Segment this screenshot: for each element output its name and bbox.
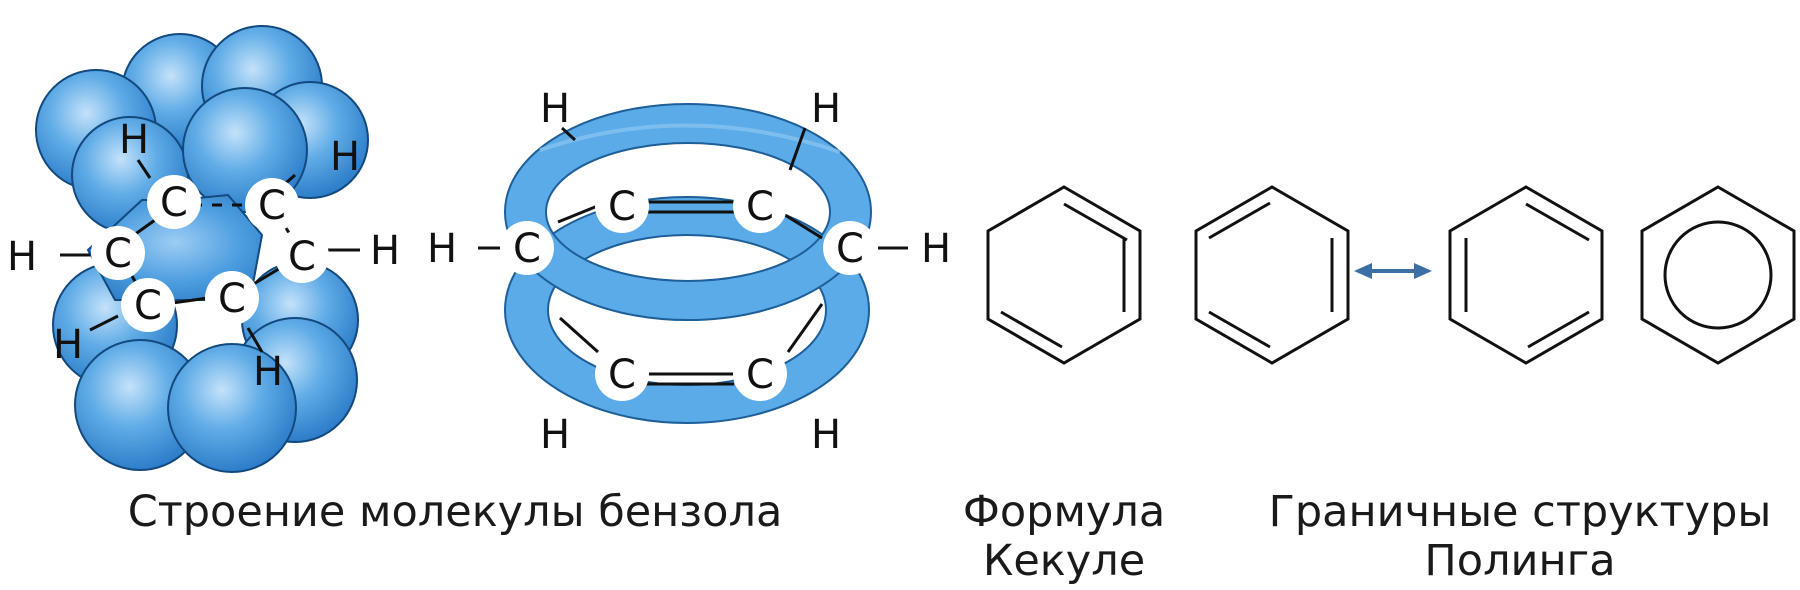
pauling-caption-line1: Граничные структуры [1268,487,1772,537]
hydrogen-label: H [540,86,570,132]
hydrogen-label: H [811,86,841,132]
carbon-label: C [608,352,636,398]
kekule-caption-line2: Кекуле [982,536,1146,586]
hydrogen-label: H [253,349,283,395]
pauling-structure-right [1448,185,1604,365]
double-headed-arrow-icon [1354,263,1432,279]
carbon-label: C [746,352,774,398]
molecule-structure-caption: Строение молекулы бензола [127,487,783,537]
pauling-caption-line2: Полинга [1424,536,1616,586]
hydrogen-label: H [427,226,457,272]
space-filling-model: C C C C C C H H H H H H [7,25,400,473]
carbon-label: C [258,183,286,229]
carbon-label: C [288,234,316,280]
benzene-aromatic-ring [1640,185,1796,365]
carbon-label: C [746,184,774,230]
hydrogen-label: H [330,134,360,180]
pauling-structure-left [1194,185,1350,365]
carbon-label: C [160,180,188,226]
kekule-formula [986,185,1142,365]
carbon-label: C [104,231,132,277]
carbon-label: C [513,226,541,272]
hydrogen-label: H [370,228,400,274]
carbon-label: C [836,226,864,272]
kekule-caption-line1: Формула [962,487,1166,537]
carbon-label: C [218,276,246,322]
hydrogen-label: H [7,234,37,280]
pi-orbital-model: C C C C C C H H H H H H [427,86,951,458]
hydrogen-label: H [119,117,149,163]
hydrogen-label: H [53,322,83,368]
hydrogen-label: H [921,226,951,272]
carbon-label: C [134,283,162,329]
hydrogen-label: H [540,412,570,458]
hydrogen-label: H [811,412,841,458]
carbon-label: C [608,184,636,230]
